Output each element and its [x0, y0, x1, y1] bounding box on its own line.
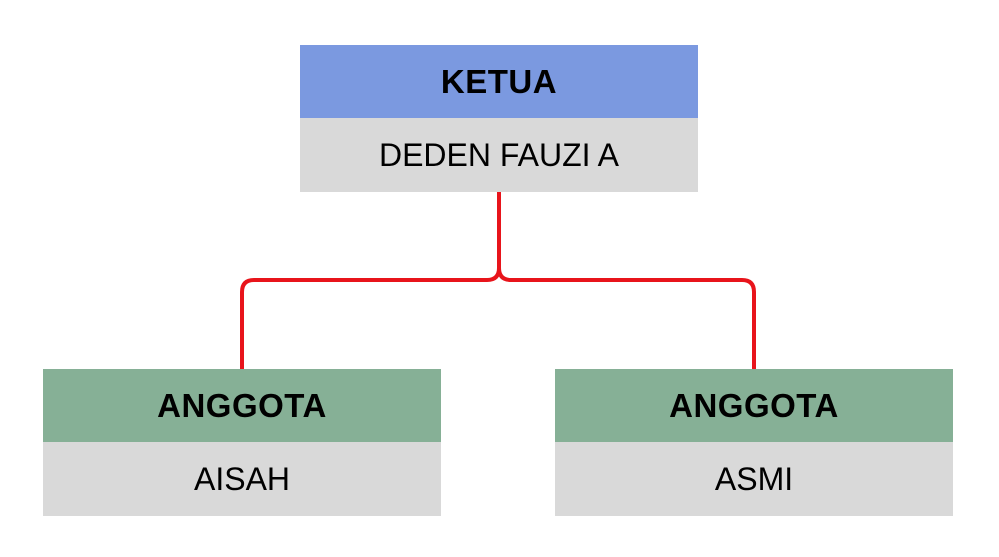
member-2-name-label: ASMI	[555, 442, 953, 516]
member-1-name-label: AISAH	[43, 442, 441, 516]
leader-node: KETUA DEDEN FAUZI A	[300, 45, 698, 192]
member-node-2: ANGGOTA ASMI	[555, 369, 953, 516]
leader-name-label: DEDEN FAUZI A	[300, 118, 698, 192]
leader-role-label: KETUA	[300, 45, 698, 118]
member-1-role-label: ANGGOTA	[43, 369, 441, 442]
member-2-role-label: ANGGOTA	[555, 369, 953, 442]
connector-leader-to-member-1	[240, 192, 501, 369]
connector-leader-to-member-2	[497, 192, 756, 369]
member-node-1: ANGGOTA AISAH	[43, 369, 441, 516]
